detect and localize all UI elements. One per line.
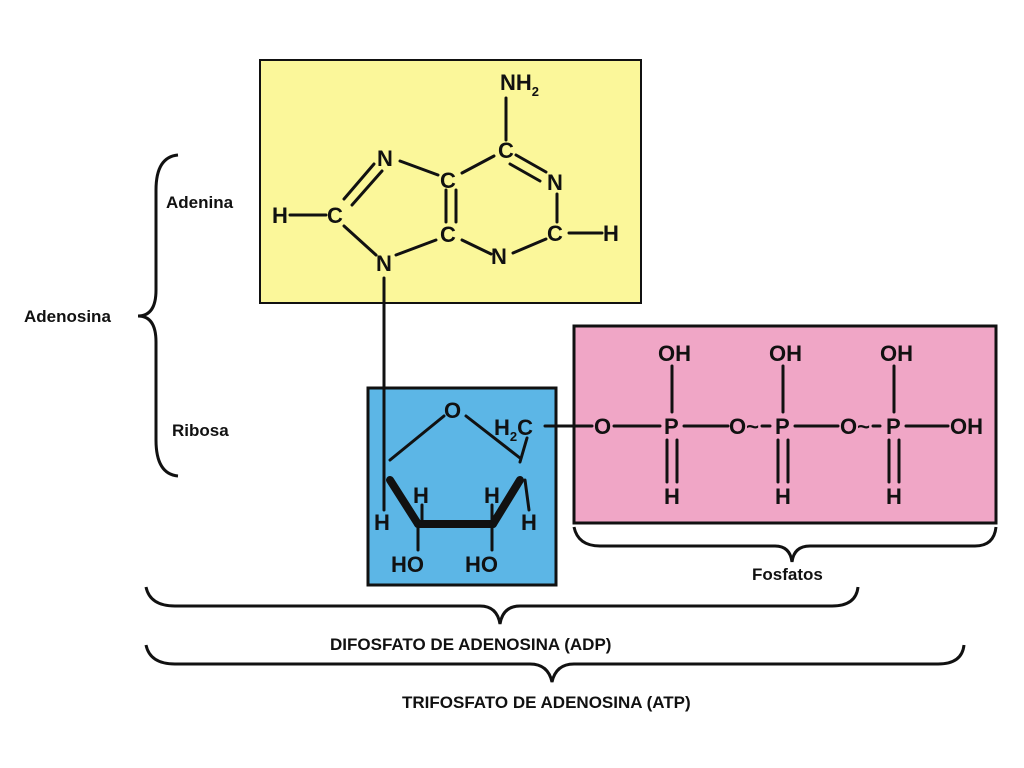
atom-h-p1: H	[664, 484, 680, 509]
bond-n9-c4	[394, 238, 438, 257]
atom-c4: C	[440, 222, 456, 247]
atom-nh2-main: NH	[500, 70, 532, 95]
bond-c6-c5	[460, 154, 496, 175]
adenosina-brace	[137, 153, 179, 478]
atom-h2c-subscript: 2	[510, 429, 517, 444]
atom-h-left: H	[272, 203, 288, 228]
atom-n3: N	[491, 244, 507, 269]
atom-o-bridge: O	[594, 414, 611, 439]
bond-c4-h	[523, 478, 531, 512]
label-adenosina: Adenosina	[24, 307, 111, 326]
bond-c6-n1	[514, 153, 548, 174]
bond-c5-n7	[398, 159, 440, 177]
atom-n9: N	[376, 251, 392, 276]
bond-c2-n3	[511, 237, 548, 255]
atom-h-right: H	[603, 221, 619, 246]
atom-oh-p1: OH	[658, 341, 691, 366]
atom-h-p3: H	[886, 484, 902, 509]
atom-ring-o: O	[444, 398, 461, 423]
bond-c8-n9	[342, 224, 378, 257]
atom-p3: P	[886, 414, 901, 439]
label-atp: TRIFOSFATO DE ADENOSINA (ATP)	[402, 693, 691, 712]
adenine-structure: NH2 C N C H N C C N C H N	[272, 70, 619, 276]
bond-c3-c4	[489, 476, 524, 528]
bond-o-c4	[464, 414, 522, 460]
atom-oh-p2: OH	[769, 341, 802, 366]
label-adp: DIFOSFATO DE ADENOSINA (ADP)	[330, 635, 611, 654]
bond-n3-c4	[460, 238, 493, 256]
label-adenina: Adenina	[166, 193, 234, 212]
fosfatos-brace	[572, 526, 998, 563]
atom-p1: P	[664, 414, 679, 439]
atom-c2: C	[547, 221, 563, 246]
atom-c6: C	[498, 138, 514, 163]
ribose-structure: O H2C H H H H HO HO	[374, 398, 537, 577]
atom-oh-p3: OH	[880, 341, 913, 366]
atom-n1: N	[547, 170, 563, 195]
bond-c6-n1-double	[508, 162, 542, 183]
atom-h2c-h-main: H	[494, 415, 510, 440]
atom-oh-end: OH	[950, 414, 983, 439]
atp-brace	[144, 644, 966, 683]
atom-c8: C	[327, 203, 343, 228]
atom-c5: C	[440, 168, 456, 193]
atom-h-c3: H	[484, 483, 500, 508]
bond-o-c1	[388, 414, 446, 462]
atom-o-tilde-1: O~	[729, 414, 759, 439]
bond-n7-c8	[342, 162, 376, 201]
atom-ho-c3: HO	[465, 552, 498, 577]
atom-p2: P	[775, 414, 790, 439]
bond-c4-c5	[518, 436, 529, 464]
atom-h-c2: H	[413, 483, 429, 508]
atom-h2c-c: C	[517, 415, 533, 440]
adenine-box	[259, 59, 642, 304]
atom-h2c-h: H2C	[494, 415, 533, 444]
bond-n7-c8-double	[350, 169, 384, 207]
atom-h-c1: H	[374, 510, 390, 535]
atom-h-c4: H	[521, 510, 537, 535]
atom-nh2-subscript: 2	[532, 84, 539, 99]
bond-c1-c2	[386, 476, 422, 528]
atom-n7: N	[377, 146, 393, 171]
label-fosfatos: Fosfatos	[752, 565, 823, 584]
adp-brace	[144, 586, 860, 625]
atom-o-tilde-2: O~	[840, 414, 870, 439]
atom-h-p2: H	[775, 484, 791, 509]
phosphate-chain: O P O~ P O~ P OH OH OH OH H H H	[594, 341, 983, 509]
atom-ho-c2: HO	[391, 552, 424, 577]
label-ribosa: Ribosa	[172, 421, 229, 440]
atom-nh2: NH2	[500, 70, 539, 99]
